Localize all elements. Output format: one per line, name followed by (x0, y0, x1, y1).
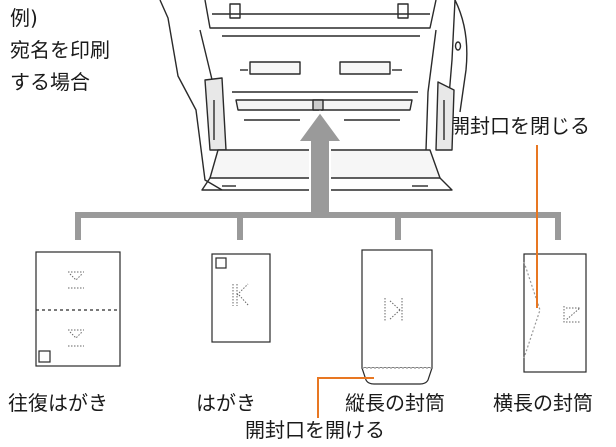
example-label-line1: 例) (10, 6, 38, 30)
open-flap-label: 開封口を開ける (245, 418, 385, 442)
landscape-envelope (523, 253, 587, 373)
postcard (211, 253, 271, 343)
branch-lines (75, 212, 561, 240)
example-label-line2: 宛名を印刷 (10, 38, 110, 62)
insertion-arrow (296, 110, 344, 216)
return-postcard (35, 251, 121, 367)
portrait-envelope (361, 249, 433, 385)
media-label-landscape-envelope: 横長の封筒 (493, 391, 593, 415)
media-label-postcard: はがき (196, 391, 256, 415)
media-label-return-postcard: 往復はがき (8, 391, 108, 415)
open-flap-leader (317, 377, 374, 418)
close-flap-label: 開封口を閉じる (450, 114, 590, 138)
media-label-portrait-envelope: 縦長の封筒 (345, 391, 445, 415)
example-label-line3: する場合 (10, 70, 90, 94)
